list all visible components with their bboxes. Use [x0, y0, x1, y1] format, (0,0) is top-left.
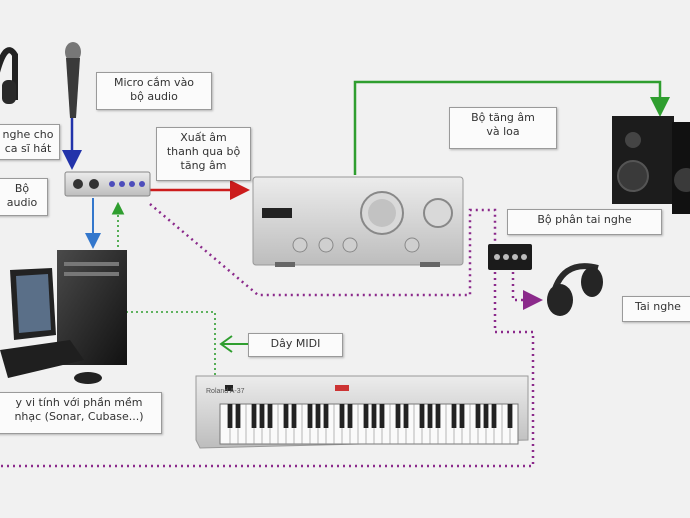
speakers-icon [612, 116, 690, 214]
black-key [363, 404, 369, 428]
splitter-to-singer-line [0, 272, 535, 468]
label-midi-cable: Dây MIDI [248, 333, 343, 357]
amplifier-icon [252, 176, 464, 267]
black-key [483, 404, 489, 428]
black-key [491, 404, 497, 428]
black-key [427, 404, 433, 428]
black-key [291, 404, 297, 428]
label-amp-and-speakers: Bộ tăng âm và loa [449, 107, 557, 149]
black-key [507, 404, 513, 428]
black-key [395, 404, 401, 428]
label-output-to-amp: Xuất âm thanh qua bộ tăng âm [156, 127, 251, 181]
singer-headphones-icon [0, 47, 18, 104]
black-key [323, 404, 329, 428]
black-key [267, 404, 273, 428]
black-key [251, 404, 257, 428]
speaker-connection-line [353, 80, 670, 175]
headphones-icon [547, 263, 603, 316]
black-key [435, 404, 441, 428]
audio-interface-icon [64, 171, 151, 197]
label-singer-headphones: nghe cho ca sĩ hát [0, 124, 60, 160]
black-key [347, 404, 353, 428]
black-key [419, 404, 425, 428]
black-key [235, 404, 241, 428]
microphone-icon [65, 42, 81, 118]
black-key [227, 404, 233, 428]
black-key [315, 404, 321, 428]
midi-connection-line [111, 201, 216, 375]
black-key [259, 404, 265, 428]
midi-label-arrow [219, 335, 248, 353]
label-headphone-splitter: Bộ phân tai nghe [507, 209, 662, 235]
black-key [283, 404, 289, 428]
black-key [379, 404, 385, 428]
black-key [451, 404, 457, 428]
label-mic-into-audio: Micro cắm vào bộ audio [96, 72, 212, 110]
black-key [459, 404, 465, 428]
headphone-splitter-icon [488, 244, 532, 270]
black-key [371, 404, 377, 428]
black-key [403, 404, 409, 428]
label-audio-interface: Bộ audio [0, 178, 48, 216]
label-computer: y vi tính với phần mềm nhạc (Sonar, Cuba… [0, 392, 162, 434]
label-headphones: Tai nghe [622, 296, 690, 322]
headphone-cable-line [149, 203, 497, 297]
black-key [307, 404, 313, 428]
black-key [475, 404, 481, 428]
splitter-to-headphones-line [511, 272, 543, 310]
keyboard-brand-text: Roland A-37 [206, 388, 245, 395]
black-key [339, 404, 345, 428]
computer-icon [0, 250, 127, 384]
midi-keyboard-icon [195, 375, 529, 449]
